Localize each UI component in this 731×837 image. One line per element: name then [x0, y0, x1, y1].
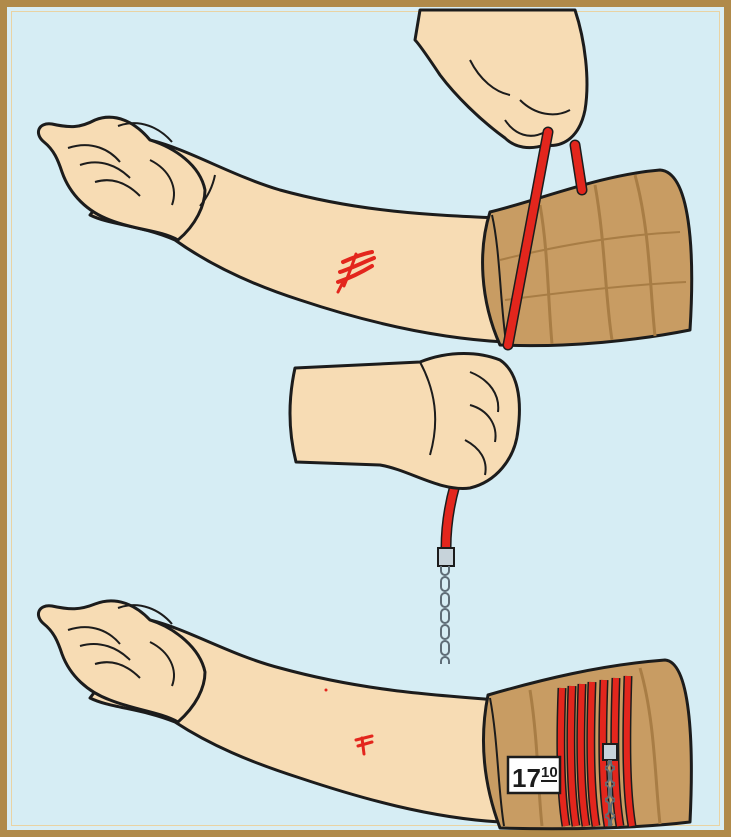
top-forearm	[38, 117, 505, 342]
bottom-scene: 17 10	[38, 601, 691, 829]
time-tag-minutes: 10	[541, 764, 558, 781]
fastening-chain-icon	[603, 744, 617, 826]
time-tag: 17 10	[508, 757, 560, 793]
upper-pulling-hand	[415, 10, 587, 148]
top-open-palm	[38, 117, 205, 240]
time-tag-hours: 17	[512, 763, 541, 793]
lower-holding-fist	[290, 354, 520, 489]
chain-icon	[438, 548, 454, 664]
bottom-forearm	[38, 601, 500, 822]
top-scene	[38, 10, 691, 664]
